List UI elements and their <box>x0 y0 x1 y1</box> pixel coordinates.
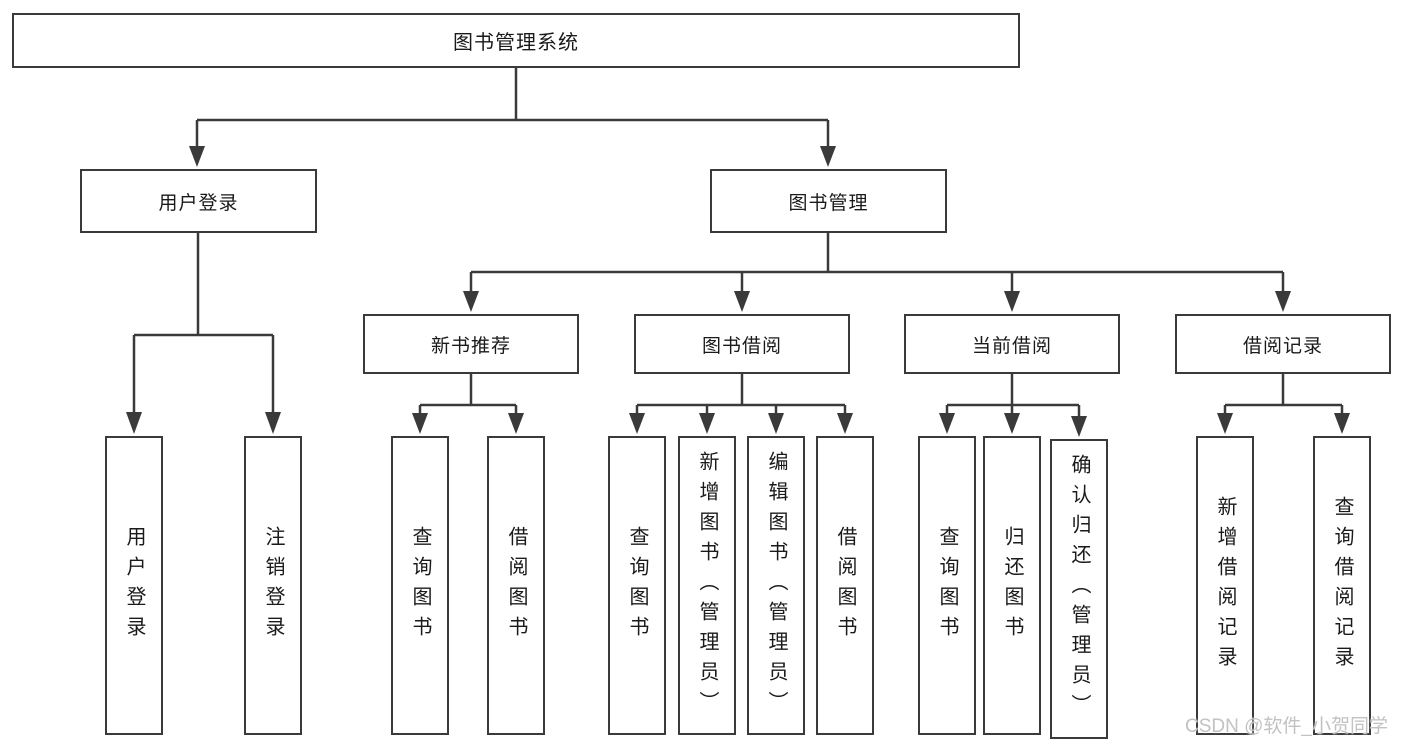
leaf-add-borrow-record: 新增借阅记录 <box>1196 436 1254 735</box>
node-current-borrow: 当前借阅 <box>904 314 1120 374</box>
leaf-query-borrow-record-label: 查询借阅记录 <box>1331 495 1353 676</box>
node-user-login-label: 用户登录 <box>158 192 239 214</box>
leaf-query-books-recommend: 查询图书 <box>391 436 449 735</box>
node-new-book-recommend: 新书推荐 <box>363 314 579 374</box>
leaf-borrow-books: 借阅图书 <box>816 436 874 735</box>
node-book-management: 图书管理 <box>710 169 947 233</box>
node-user-login: 用户登录 <box>80 169 317 233</box>
leaf-query-books-borrow-label: 查询图书 <box>626 525 648 646</box>
leaf-borrow-books-label: 借阅图书 <box>834 525 856 646</box>
node-borrow-records: 借阅记录 <box>1175 314 1391 374</box>
leaf-add-book-admin: 新增图书（管理员） <box>678 436 736 735</box>
leaf-query-books-current: 查询图书 <box>918 436 976 735</box>
node-new-book-recommend-label: 新书推荐 <box>430 335 511 357</box>
leaf-return-book: 归还图书 <box>983 436 1041 735</box>
leaf-borrow-books-recommend: 借阅图书 <box>487 436 545 735</box>
watermark: CSDN @软件_小贺同学 <box>1185 716 1388 737</box>
leaf-edit-book-admin-label: 编辑图书（管理员） <box>765 450 787 721</box>
leaf-logout-label: 注销登录 <box>262 525 284 646</box>
leaf-query-books-borrow: 查询图书 <box>608 436 666 735</box>
leaf-logout: 注销登录 <box>244 436 302 735</box>
leaf-confirm-return-admin: 确认归还（管理员） <box>1050 439 1108 739</box>
leaf-user-login-label: 用户登录 <box>123 525 145 646</box>
leaf-confirm-return-admin-label: 确认归还（管理员） <box>1068 454 1090 724</box>
leaf-edit-book-admin: 编辑图书（管理员） <box>747 436 805 735</box>
node-book-borrow: 图书借阅 <box>634 314 850 374</box>
node-book-management-label: 图书管理 <box>788 192 869 214</box>
node-root-label: 图书管理系统 <box>453 32 579 54</box>
leaf-user-login: 用户登录 <box>105 436 163 735</box>
node-book-borrow-label: 图书借阅 <box>701 335 782 357</box>
leaf-query-borrow-record: 查询借阅记录 <box>1313 436 1371 735</box>
leaf-borrow-books-recommend-label: 借阅图书 <box>505 525 527 646</box>
node-current-borrow-label: 当前借阅 <box>971 335 1052 357</box>
node-root: 图书管理系统 <box>12 13 1020 68</box>
leaf-add-borrow-record-label: 新增借阅记录 <box>1214 495 1236 676</box>
leaf-return-book-label: 归还图书 <box>1001 525 1023 646</box>
leaf-add-book-admin-label: 新增图书（管理员） <box>696 450 718 721</box>
leaf-query-books-current-label: 查询图书 <box>936 525 958 646</box>
node-borrow-records-label: 借阅记录 <box>1242 335 1323 357</box>
leaf-query-books-recommend-label: 查询图书 <box>409 525 431 646</box>
